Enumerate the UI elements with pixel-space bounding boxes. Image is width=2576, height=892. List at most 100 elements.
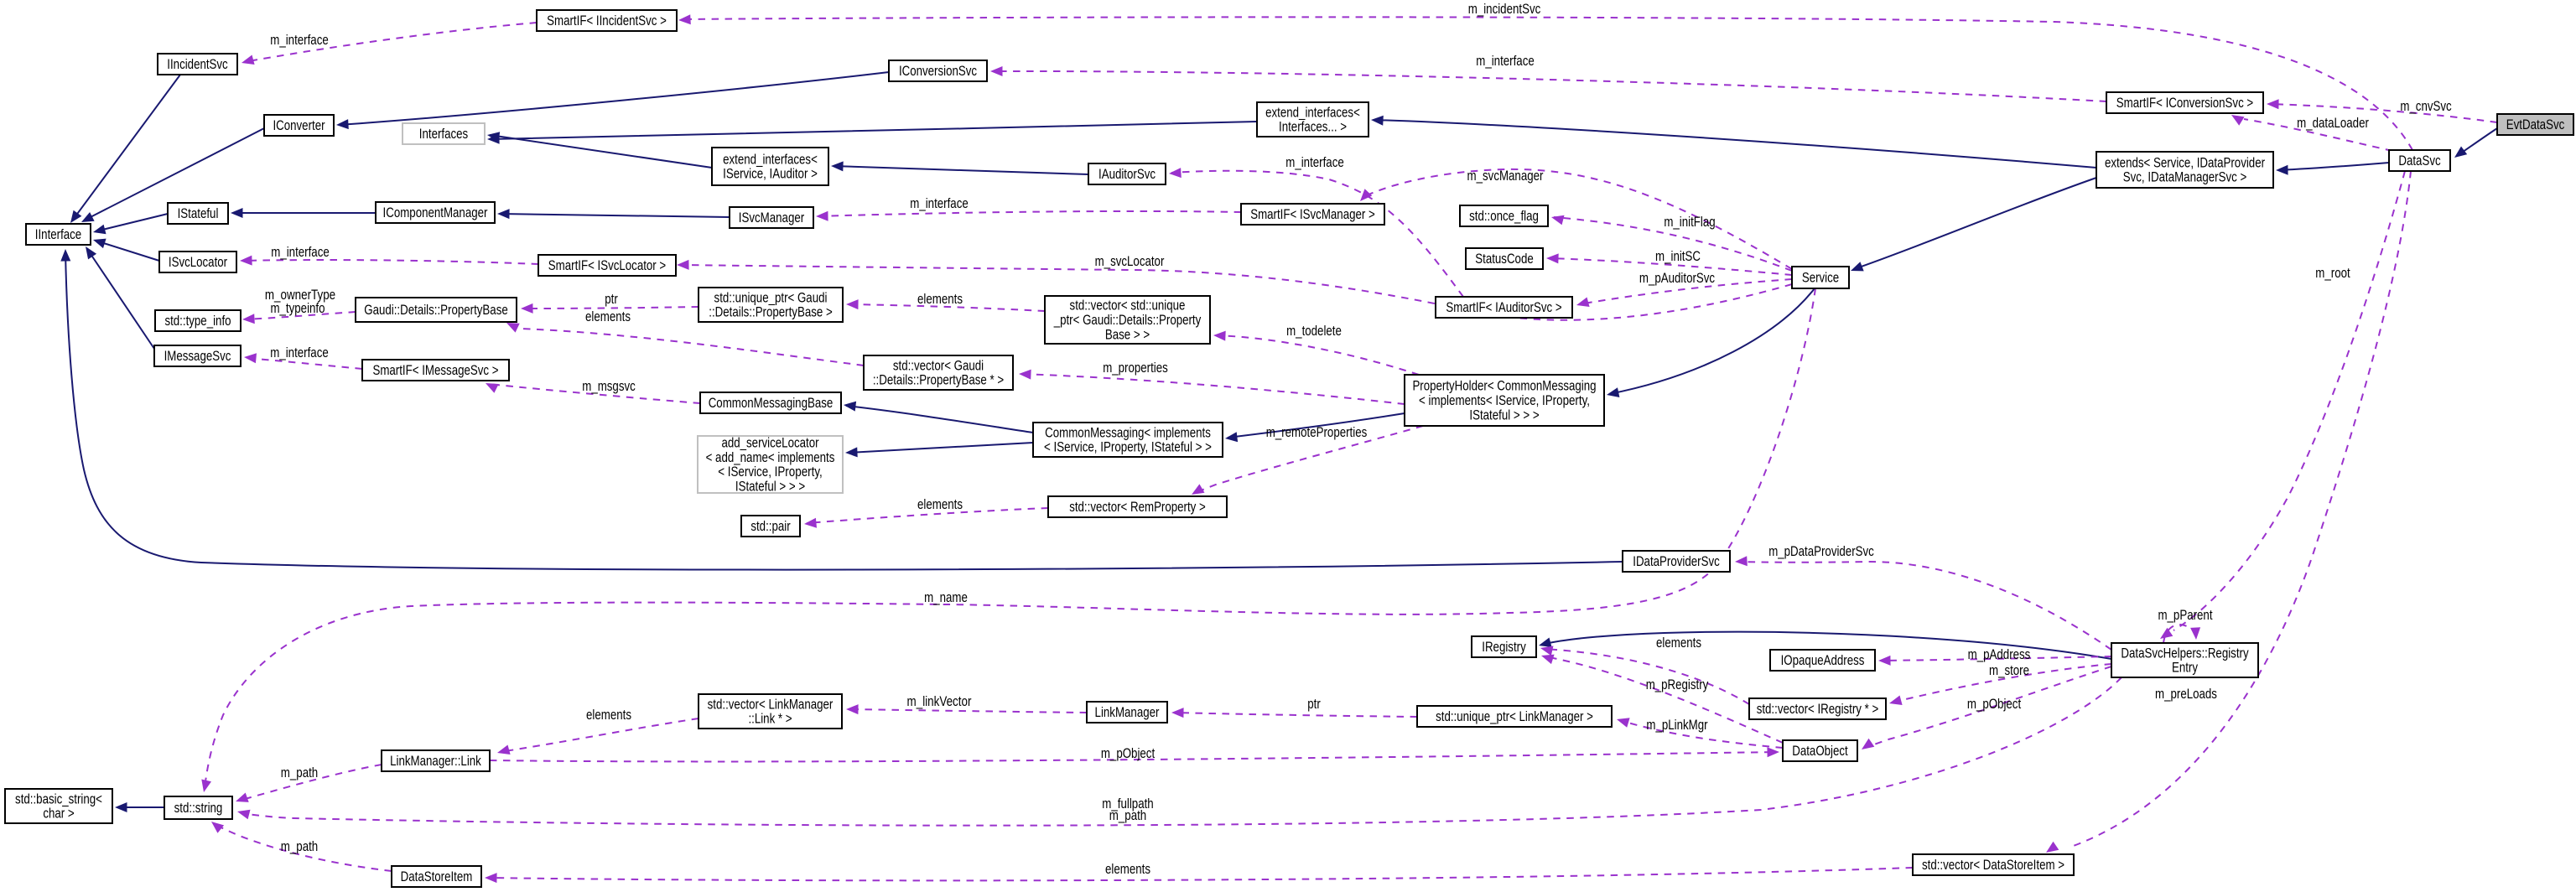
- svg-text:m_cnvSvc: m_cnvSvc: [2400, 98, 2452, 114]
- svg-text:_ptr< Gaudi::Details::Property: _ptr< Gaudi::Details::Property: [1053, 312, 1202, 328]
- svg-text:extends< Service, IDataProvide: extends< Service, IDataProvider: [2105, 154, 2265, 170]
- svg-text:std::vector< DataStoreItem >: std::vector< DataStoreItem >: [1922, 857, 2064, 873]
- svg-text:m_pObject: m_pObject: [1101, 745, 1156, 761]
- svg-text:elements: elements: [586, 707, 631, 723]
- svg-text:m_linkVector: m_linkVector: [907, 693, 972, 709]
- svg-text:< implements< IService, IPrope: < implements< IService, IProperty,: [1419, 392, 1590, 408]
- svg-text:m_svcManager: m_svcManager: [1467, 168, 1544, 184]
- svg-text:m_pParent: m_pParent: [2158, 607, 2212, 623]
- svg-text:m_interface: m_interface: [1476, 53, 1535, 69]
- svg-text:m_pDataProviderSvc: m_pDataProviderSvc: [1768, 543, 1874, 559]
- svg-text:ptr: ptr: [1307, 696, 1321, 712]
- svg-text:DataSvc: DataSvc: [2398, 153, 2441, 169]
- svg-text:m_interface: m_interface: [271, 244, 330, 260]
- svg-text:PropertyHolder< CommonMessagin: PropertyHolder< CommonMessaging: [1412, 378, 1596, 394]
- svg-text:ptr: ptr: [605, 291, 618, 307]
- svg-text:m_name: m_name: [924, 589, 968, 605]
- svg-text:SmartIF< ISvcManager >: SmartIF< ISvcManager >: [1250, 206, 1375, 222]
- svg-text:m_initSC: m_initSC: [1655, 248, 1701, 264]
- svg-text:LinkManager::Link: LinkManager::Link: [390, 753, 481, 769]
- svg-text:IConversionSvc: IConversionSvc: [899, 63, 977, 79]
- svg-text:std::basic_string<: std::basic_string<: [15, 791, 102, 806]
- svg-text:::Link * >: ::Link * >: [748, 711, 792, 727]
- svg-text:EvtDataSvc: EvtDataSvc: [2506, 117, 2565, 132]
- svg-text:m_store: m_store: [1989, 662, 2029, 678]
- svg-text:m_remoteProperties: m_remoteProperties: [1266, 424, 1368, 440]
- svg-text:add_serviceLocator: add_serviceLocator: [721, 434, 818, 450]
- svg-text:extend_interfaces<: extend_interfaces<: [723, 151, 818, 167]
- svg-text:Service: Service: [1802, 270, 1839, 286]
- svg-text:m_path: m_path: [1109, 807, 1146, 823]
- svg-text:IRegistry: IRegistry: [1482, 639, 1526, 655]
- svg-text:elements: elements: [1105, 861, 1150, 877]
- svg-text:Svc, IDataManagerSvc >: Svc, IDataManagerSvc >: [2123, 169, 2247, 185]
- svg-text:SmartIF< IMessageSvc >: SmartIF< IMessageSvc >: [372, 362, 498, 378]
- svg-text:std::vector< LinkManager: std::vector< LinkManager: [708, 696, 834, 712]
- svg-text:m_pAddress: m_pAddress: [1968, 646, 2031, 662]
- svg-text:::Details::PropertyBase * >: ::Details::PropertyBase * >: [873, 372, 1004, 388]
- svg-text:SmartIF< IIncidentSvc >: SmartIF< IIncidentSvc >: [547, 13, 667, 29]
- svg-text:m_path: m_path: [281, 838, 318, 854]
- svg-text:m_path: m_path: [281, 765, 318, 780]
- svg-text:DataObject: DataObject: [1792, 743, 1848, 759]
- svg-text:m_fullpath: m_fullpath: [1102, 796, 1153, 812]
- svg-text:std::unique_ptr< Gaudi: std::unique_ptr< Gaudi: [714, 289, 828, 305]
- svg-text:m_interface: m_interface: [1285, 154, 1344, 170]
- svg-text:m_pAuditorSvc: m_pAuditorSvc: [1639, 270, 1716, 286]
- svg-text:Base > >: Base > >: [1105, 326, 1150, 342]
- svg-text:m_interface: m_interface: [270, 32, 329, 48]
- svg-text:StatusCode: StatusCode: [1475, 251, 1534, 267]
- svg-text:CommonMessagingBase: CommonMessagingBase: [709, 395, 834, 411]
- svg-text:char >: char >: [43, 806, 74, 822]
- svg-text:IDataProviderSvc: IDataProviderSvc: [1633, 553, 1720, 569]
- svg-text:m_interface: m_interface: [910, 195, 969, 211]
- svg-text:m_todelete: m_todelete: [1286, 323, 1342, 339]
- svg-text:< add_name< implements: < add_name< implements: [706, 449, 835, 465]
- svg-text:elements: elements: [917, 496, 963, 512]
- svg-text:IAuditorSvc: IAuditorSvc: [1098, 166, 1156, 182]
- svg-text:m_typeinfo: m_typeinfo: [270, 300, 325, 316]
- svg-text:IOpaqueAddress: IOpaqueAddress: [1781, 652, 1865, 668]
- svg-text:m_dataLoader: m_dataLoader: [2297, 115, 2369, 131]
- svg-text:IMessageSvc: IMessageSvc: [164, 348, 231, 364]
- svg-text:m_initFlag: m_initFlag: [1664, 214, 1715, 230]
- svg-text:std::vector< std::unique: std::vector< std::unique: [1070, 298, 1186, 314]
- svg-text:m_preLoads: m_preLoads: [2155, 686, 2217, 702]
- svg-text:m_pLinkMgr: m_pLinkMgr: [1646, 717, 1707, 733]
- svg-text:ISvcManager: ISvcManager: [739, 210, 805, 226]
- svg-text:DataSvcHelpers::Registry: DataSvcHelpers::Registry: [2121, 645, 2249, 661]
- svg-text:std::once_flag: std::once_flag: [1469, 208, 1539, 224]
- svg-text:CommonMessaging< implements: CommonMessaging< implements: [1045, 424, 1211, 440]
- svg-text:IStateful: IStateful: [178, 205, 219, 221]
- svg-text:ISvcLocator: ISvcLocator: [169, 254, 227, 270]
- svg-text:m_incidentSvc: m_incidentSvc: [1468, 1, 1541, 17]
- svg-text:m_root: m_root: [2315, 265, 2350, 281]
- svg-text:elements: elements: [917, 291, 963, 307]
- svg-text:< IService, IProperty, IStatef: < IService, IProperty, IStateful > >: [1044, 439, 1212, 455]
- svg-text:< IService, IProperty,: < IService, IProperty,: [718, 464, 823, 480]
- svg-text:IStateful > > >: IStateful > > >: [1469, 407, 1539, 423]
- svg-text:std::type_info: std::type_info: [164, 313, 231, 329]
- svg-text:std::vector< RemProperty >: std::vector< RemProperty >: [1069, 499, 1206, 515]
- svg-text:elements: elements: [585, 309, 631, 324]
- svg-text:Gaudi::Details::PropertyBase: Gaudi::Details::PropertyBase: [364, 302, 508, 318]
- svg-text:std::string: std::string: [174, 800, 223, 816]
- svg-text:elements: elements: [1656, 635, 1701, 651]
- svg-text:std::unique_ptr< LinkManager >: std::unique_ptr< LinkManager >: [1436, 708, 1593, 724]
- svg-text:Entry: Entry: [2172, 660, 2198, 676]
- svg-text:SmartIF< ISvcLocator >: SmartIF< ISvcLocator >: [548, 257, 666, 273]
- svg-text:m_pObject: m_pObject: [1967, 696, 2022, 712]
- svg-text:IService, IAuditor >: IService, IAuditor >: [723, 166, 818, 182]
- svg-text:IComponentManager: IComponentManager: [383, 205, 488, 220]
- svg-text:m_msgsvc: m_msgsvc: [582, 378, 636, 394]
- svg-text:LinkManager: LinkManager: [1095, 704, 1160, 720]
- svg-text:DataStoreItem: DataStoreItem: [401, 869, 473, 884]
- svg-text:m_interface: m_interface: [270, 345, 329, 360]
- svg-text:IConverter: IConverter: [273, 117, 325, 133]
- svg-text:m_ownerType: m_ownerType: [265, 287, 335, 303]
- svg-text:m_properties: m_properties: [1103, 360, 1168, 376]
- svg-text:SmartIF< IAuditorSvc >: SmartIF< IAuditorSvc >: [1446, 299, 1561, 315]
- svg-text:m_svcLocator: m_svcLocator: [1095, 253, 1165, 269]
- svg-text:std::vector< Gaudi: std::vector< Gaudi: [893, 357, 984, 373]
- svg-text:SmartIF< IConversionSvc >: SmartIF< IConversionSvc >: [2116, 95, 2253, 111]
